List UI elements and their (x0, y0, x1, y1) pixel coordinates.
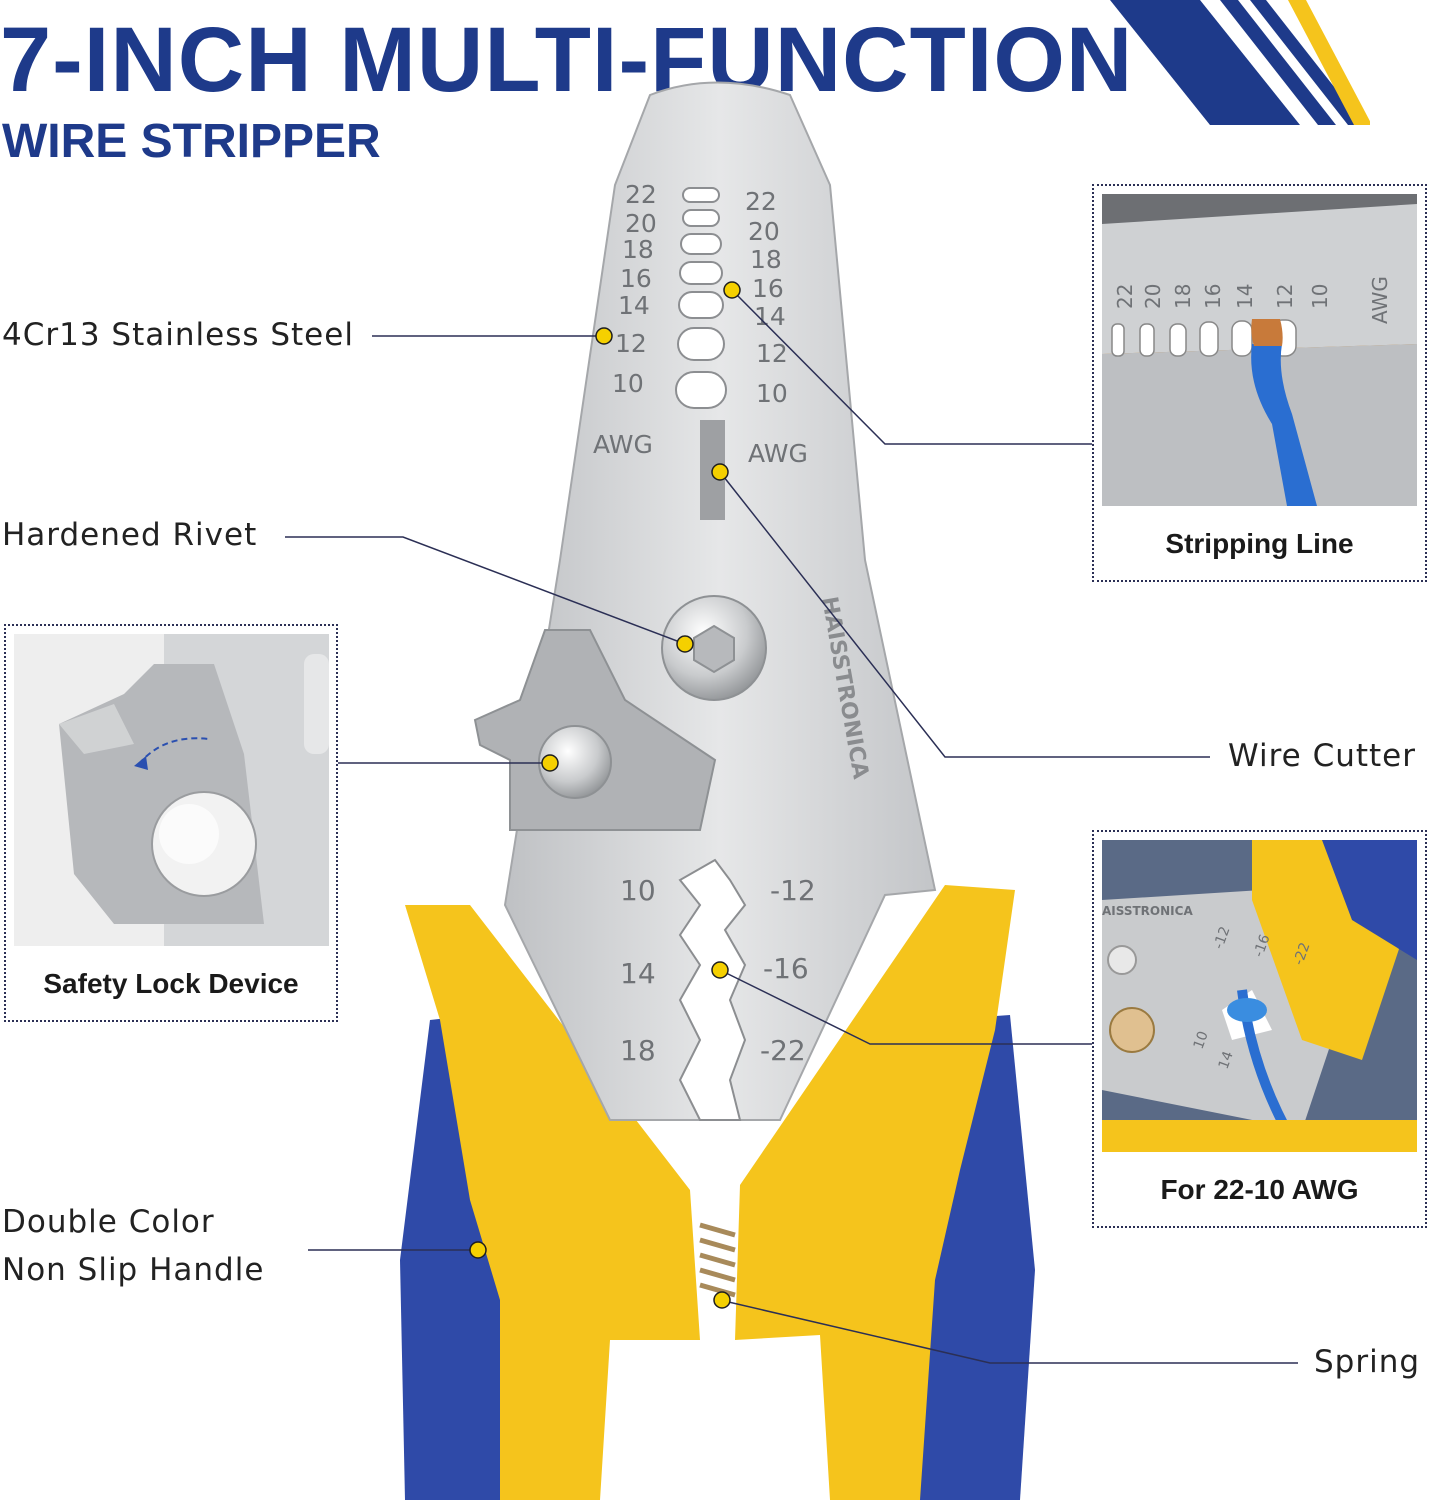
crimp-right-2: -22 (760, 1034, 806, 1067)
inset-strip-unit: AWG (1368, 276, 1392, 324)
jaw-unit-right: AWG (748, 439, 808, 468)
jaw-gauge-right-0: 22 (745, 187, 777, 216)
inset-stripping-line: 22 20 18 16 14 12 10 AWG Stripping Line (1092, 184, 1427, 582)
dot-safety (541, 754, 559, 772)
page-title: 7-INCH MULTI-FUNCTION (0, 9, 1134, 111)
crimp-left-1: 14 (620, 957, 656, 990)
jaw-gauge-left-3: 16 (620, 264, 652, 293)
inset-crimp-brand: AISSTRONICA (1102, 904, 1193, 918)
jaw-gauge-left-1: 20 (625, 209, 657, 238)
inset-crimp-g1: -16 (1251, 932, 1274, 959)
jaw-gauge-right-1: 20 (748, 217, 780, 246)
left-handle-yellow (405, 905, 700, 1500)
crimp-right-1: -16 (763, 952, 809, 985)
inset-strip-g1: 20 (1141, 284, 1165, 309)
jaw-gauge-left-0: 22 (625, 180, 657, 209)
dot-crimp (711, 961, 729, 979)
spring-coil (699, 1222, 736, 1298)
jaw-gauge-left-4: 14 (618, 291, 650, 320)
right-handle-yellow (735, 885, 1015, 1500)
callout-spring: Spring (1314, 1344, 1421, 1380)
callout-handle: Double Color Non Slip Handle (2, 1198, 264, 1294)
inset-safety-lock: Safety Lock Device (4, 624, 338, 1022)
dot-stripping (723, 281, 741, 299)
jaw-gauge-right-6: 10 (756, 379, 788, 408)
jaw-gauge-right-5: 12 (756, 339, 788, 368)
callout-steel: 4Cr13 Stainless Steel (2, 317, 354, 353)
inset-crimp-g0: -12 (1211, 924, 1234, 951)
jaw-unit-left: AWG (593, 430, 653, 459)
jaw-gauge-right-2: 18 (750, 245, 782, 274)
jaw-gauge-left-6: 10 (612, 369, 644, 398)
dot-spring (713, 1291, 731, 1309)
callout-handle-line2: Non Slip Handle (2, 1252, 265, 1288)
callout-cutter: Wire Cutter (1228, 738, 1416, 774)
dot-steel (595, 327, 613, 345)
crimp-right-0: -12 (770, 874, 816, 907)
inset-strip-g0: 22 (1113, 284, 1137, 309)
inset-safety-photo (14, 634, 329, 946)
inset-crimp-awg: AISSTRONICA -12 -16 -22 10 14 For 22-10 … (1092, 830, 1427, 1228)
jaw-gauge-right-3: 16 (752, 274, 784, 303)
inset-crimp-g2: -22 (1291, 940, 1314, 967)
safety-lock-lever (473, 629, 717, 831)
dot-rivet (676, 635, 694, 653)
inset-stripping-photo: 22 20 18 16 14 12 10 AWG (1102, 194, 1417, 506)
inset-strip-g2: 18 (1171, 284, 1195, 309)
inset-crimp-caption: For 22-10 AWG (1160, 1174, 1359, 1205)
inset-stripping-caption: Stripping Line (1165, 528, 1354, 559)
inset-crimp-g4: 14 (1216, 1049, 1237, 1071)
inset-strip-g4: 14 (1233, 284, 1257, 309)
dot-handle (469, 1241, 487, 1259)
dot-cutter (711, 463, 729, 481)
inset-strip-g3: 16 (1201, 284, 1225, 309)
inset-safety-caption: Safety Lock Device (43, 968, 299, 999)
jaw-gauge-left-5: 12 (615, 329, 647, 358)
crimp-left-2: 18 (620, 1034, 656, 1067)
stripes-logo (1110, 0, 1370, 125)
jaw-gauge-left-2: 18 (622, 235, 654, 264)
inset-strip-g6: 10 (1308, 284, 1332, 309)
inset-crimp-g3: 10 (1191, 1029, 1212, 1051)
inset-strip-g5: 12 (1273, 284, 1297, 309)
callout-rivet: Hardened Rivet (2, 517, 258, 553)
crimp-left-0: 10 (620, 874, 656, 907)
callout-handle-line1: Double Color (2, 1204, 215, 1240)
page-subtitle: WIRE STRIPPER (2, 115, 381, 168)
inset-crimp-photo: AISSTRONICA -12 -16 -22 10 14 (1102, 840, 1417, 1152)
